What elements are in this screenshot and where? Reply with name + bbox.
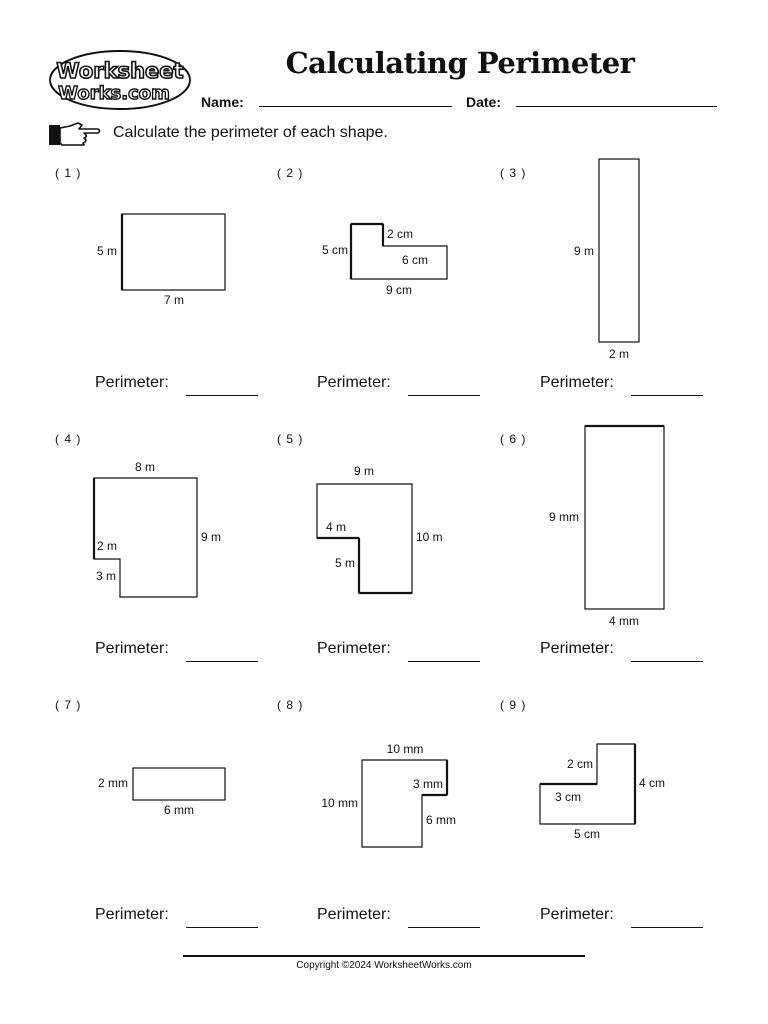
copyright-text: Copyright ©2024 WorksheetWorks.com [296,960,472,971]
perimeter-answer-field[interactable] [408,927,480,928]
page-title: Calculating Perimeter [285,46,635,80]
dimension-label: 10 m [416,530,443,544]
perimeter-label: Perimeter: [540,374,614,391]
dimension-label: 5 m [97,244,117,258]
perimeter-answer-field[interactable] [631,395,703,396]
dimension-label: 9 m [201,530,221,544]
problem-number: ( 8 ) [277,698,304,712]
worksheetworks-logo: Worksheet Works.com [49,50,191,110]
perimeter-label: Perimeter: [317,374,391,391]
perimeter-answer-field[interactable] [186,395,258,396]
perimeter-label: Perimeter: [540,640,614,657]
problem-number: ( 2 ) [277,166,304,180]
dimension-label: 6 mm [426,813,456,827]
dimension-label: 8 m [135,460,155,474]
perimeter-answer-field[interactable] [408,661,480,662]
perimeter-label: Perimeter: [540,906,614,923]
perimeter-label: Perimeter: [95,906,169,923]
perimeter-label: Perimeter: [317,640,391,657]
problem-number: ( 9 ) [500,698,527,712]
svg-text:Worksheet: Worksheet [56,59,183,83]
problem-number: ( 1 ) [55,166,82,180]
perimeter-answer-field[interactable] [631,927,703,928]
dimension-label: 4 m [326,520,346,534]
dimension-label: 2 cm [567,757,593,771]
problem-number: ( 3 ) [500,166,527,180]
dimension-label: 10 mm [321,796,358,810]
problem-number: ( 4 ) [55,432,82,446]
perimeter-answer-field[interactable] [631,661,703,662]
perimeter-label: Perimeter: [95,374,169,391]
dimension-label: 4 cm [639,776,665,790]
date-label: Date: [466,94,502,110]
problem-number: ( 7 ) [55,698,82,712]
svg-text:Works.com: Works.com [58,83,170,104]
dimension-label: 10 mm [387,742,424,756]
perimeter-answer-field[interactable] [186,927,258,928]
dimension-label: 3 cm [555,790,581,804]
instructions: Calculate the perimeter of each shape. [113,124,388,141]
dimension-label: 9 mm [549,510,579,524]
perimeter-label: Perimeter: [95,640,169,657]
dimension-label: 2 cm [387,227,413,241]
problem-number: ( 5 ) [277,432,304,446]
dimension-label: 2 m [97,539,117,553]
perimeter-label: Perimeter: [317,906,391,923]
pointing-hand-icon [49,122,101,146]
dimension-label: 7 m [164,293,184,307]
perimeter-answer-field[interactable] [186,661,258,662]
problem-number: ( 6 ) [500,432,527,446]
dimension-label: 9 cm [386,283,412,297]
name-label: Name: [201,94,244,110]
dimension-label: 3 mm [413,777,443,791]
dimension-label: 3 m [96,569,116,583]
dimension-label: 6 cm [402,253,428,267]
dimension-label: 9 m [354,464,374,478]
dimension-label: 4 mm [609,614,639,628]
dimension-label: 6 mm [164,803,194,817]
dimension-label: 5 m [335,556,355,570]
name-field[interactable] [259,106,452,107]
dimension-label: 5 cm [322,243,348,257]
dimension-label: 2 mm [98,776,128,790]
dimension-label: 2 m [609,347,629,361]
dimension-label: 5 cm [574,827,600,841]
date-field[interactable] [516,106,717,107]
dimension-label: 9 m [574,244,594,258]
perimeter-answer-field[interactable] [408,395,480,396]
footer-divider [183,955,585,957]
